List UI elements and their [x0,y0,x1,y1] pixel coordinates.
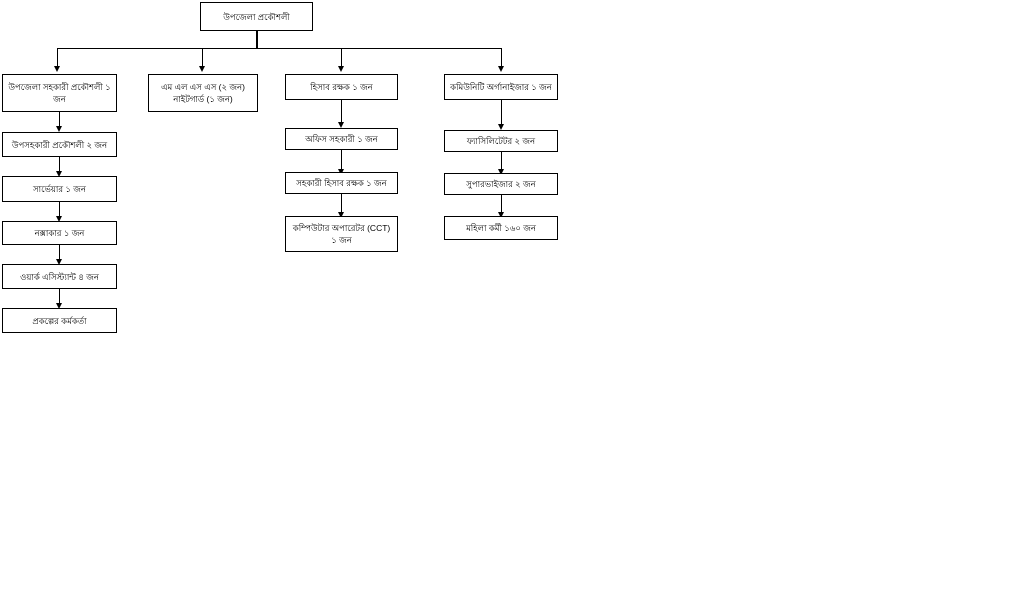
connector-b1-n2-n3-arrow [56,171,62,177]
connector-b3-n3-n4 [341,194,342,215]
connector-branch-1-drop [57,48,58,68]
connector-b3-n1-n2 [341,100,342,124]
node-b1-n5[interactable]: ওয়ার্ক এসিস্ট্যান্ট ৪ জন [2,264,117,289]
node-b3-n2[interactable]: অফিস সহকারী ১ জন [285,128,398,150]
node-label: ওয়ার্ক এসিস্ট্যান্ট ৪ জন [20,271,99,282]
connector-branch-1-arrow [54,66,60,72]
connector-b4-n1-n2 [501,100,502,126]
node-label-line1: এম এল এস এস (২ জন) [161,82,245,92]
node-b2-n1[interactable]: এম এল এস এস (২ জন) নাইটগার্ড (১ জন) [148,74,258,112]
connector-b4-n3-n4 [501,195,502,215]
node-label: সহকারী হিসাব রক্ষক ১ জন [296,178,387,188]
connector-b1-n1-n2 [59,112,60,128]
node-label: উপজেলা প্রকৌশলী [223,11,290,22]
node-label: নক্সাকার ১ জন [34,228,85,238]
connector-b1-n2-n3 [59,157,60,173]
node-label: অফিস সহকারী ১ জন [305,134,378,144]
connector-b1-n5-n6-arrow [56,303,62,309]
node-b3-n1[interactable]: হিসাব রক্ষক ১ জন [285,74,398,100]
connector-b4-n2-n3-arrow [498,169,504,175]
node-label: সার্ভেয়ার ১ জন [33,184,86,194]
connector-branch-4-arrow [498,66,504,72]
connector-branch-4-drop [501,48,502,68]
node-label: ফ্যাসিলিটেটর ২ জন [466,136,536,146]
node-label: কমিউনিটি অর্গানাইজার ১ জন [450,82,552,92]
node-label: উপজেলা সহকারী প্রকৌশলী ১ জন [8,82,111,104]
node-upazila-engineer[interactable]: উপজেলা প্রকৌশলী [200,2,313,31]
node-label-line2: নাইটগার্ড (১ জন) [173,94,233,104]
connector-b4-n2-n3 [501,152,502,172]
node-label: মহিলা কর্মী ১৬০ জন [466,223,536,233]
node-b1-n3[interactable]: সার্ভেয়ার ১ জন [2,176,117,202]
connector-b3-n2-n3 [341,150,342,172]
node-b4-n4[interactable]: মহিলা কর্মী ১৬০ জন [444,216,558,240]
connector-b1-n4-n5 [59,245,60,261]
connector-b1-n5-n6 [59,289,60,305]
node-b1-n4[interactable]: নক্সাকার ১ জন [2,221,117,245]
connector-b3-n1-n2-arrow [338,122,344,128]
connector-b1-n3-n4 [59,202,60,218]
node-label: সুপারভাইজার ২ জন [466,179,536,189]
connector-root-bus [57,48,502,49]
node-label: উপসহকারী প্রকৌশলী ২ জন [11,139,108,150]
node-b1-n1[interactable]: উপজেলা সহকারী প্রকৌশলী ১ জন [2,74,117,112]
node-label: প্রকল্পের কর্মকর্তা [32,315,87,326]
node-b3-n3[interactable]: সহকারী হিসাব রক্ষক ১ জন [285,172,398,194]
connector-branch-2-arrow [199,66,205,72]
node-b1-n2[interactable]: উপসহকারী প্রকৌশলী ২ জন [2,132,117,157]
node-b4-n1[interactable]: কমিউনিটি অর্গানাইজার ১ জন [444,74,558,100]
connector-b1-n1-n2-arrow [56,126,62,132]
connector-b3-n3-n4-arrow [338,212,344,218]
connector-b4-n3-n4-arrow [498,212,504,218]
connector-branch-3-drop [341,48,342,68]
node-b4-n2[interactable]: ফ্যাসিলিটেটর ২ জন [444,130,558,152]
node-b3-n4[interactable]: কম্পিউটার অপারেটর (CCT) ১ জন [285,216,398,252]
connector-b1-n3-n4-arrow [56,216,62,222]
connector-b4-n1-n2-arrow [498,124,504,130]
connector-branch-3-arrow [338,66,344,72]
node-b1-n6[interactable]: প্রকল্পের কর্মকর্তা [2,308,117,333]
node-b4-n3[interactable]: সুপারভাইজার ২ জন [444,173,558,195]
connector-b1-n4-n5-arrow [56,259,62,265]
connector-root-trunk [256,31,258,48]
connector-branch-2-drop [202,48,203,68]
node-label: হিসাব রক্ষক ১ জন [310,82,373,92]
node-label: কম্পিউটার অপারেটর (CCT) ১ জন [292,223,391,245]
